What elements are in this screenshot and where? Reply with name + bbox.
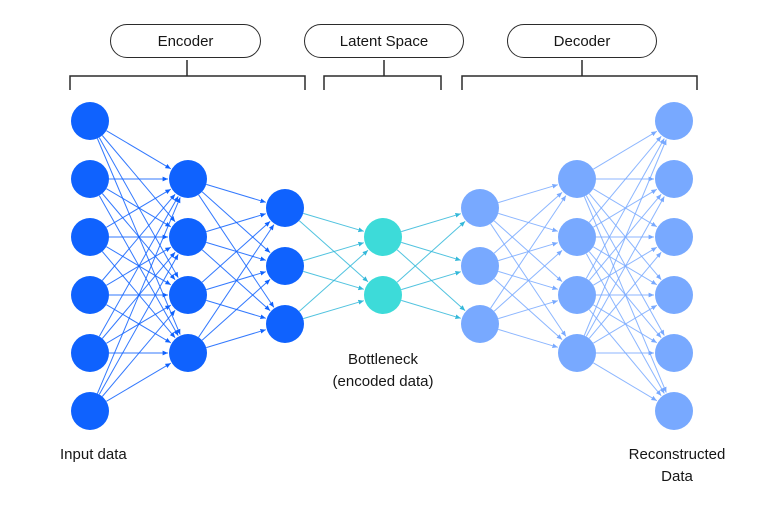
output-node-6-4	[655, 334, 693, 372]
reconstructed-data-caption: Reconstructed Data	[611, 444, 743, 488]
connection-l4-1-0	[493, 192, 563, 254]
connection-l0-5-2	[101, 309, 176, 397]
reconstructed-line-1: Reconstructed	[628, 446, 726, 463]
connection-l5-3-2	[588, 251, 662, 339]
decoder-node-5-1	[558, 218, 596, 256]
connection-l5-1-0	[588, 135, 662, 223]
connection-l2-1-0	[303, 241, 364, 262]
encoder-node-2-0	[266, 189, 304, 227]
connection-l4-2-3	[498, 328, 558, 349]
reconstructed-line-2: Data	[661, 468, 693, 485]
decoder-node-4-1	[461, 247, 499, 285]
encoder-node-2-2	[266, 305, 304, 343]
output-node-6-3	[655, 276, 693, 314]
encoder-bracket	[69, 60, 306, 90]
decoder-node-4-2	[461, 305, 499, 343]
bottleneck-node-3-0	[364, 218, 402, 256]
connection-l4-2-0	[490, 195, 567, 309]
connection-l1-1-0	[206, 212, 266, 233]
input-node-0-5	[71, 392, 109, 430]
decoder-node-4-0	[461, 189, 499, 227]
connection-l5-2-0	[585, 138, 665, 279]
connection-l3-1-0	[396, 221, 466, 283]
decoder-node-5-3	[558, 334, 596, 372]
connection-l5-3-0	[583, 139, 667, 336]
connection-l2-2-0	[298, 249, 369, 312]
connection-l0-5-3	[106, 362, 172, 402]
input-node-0-2	[71, 218, 109, 256]
input-data-text: Input data	[60, 446, 127, 463]
encoder-node-2-1	[266, 247, 304, 285]
encoder-node-1-3	[169, 334, 207, 372]
bottleneck-line-2: (encoded data)	[332, 373, 434, 390]
connection-l4-2-1	[493, 250, 563, 312]
connection-l1-2-0	[201, 221, 271, 283]
connection-l0-3-0	[101, 193, 176, 281]
section-brackets	[69, 60, 698, 90]
input-node-0-3	[71, 276, 109, 314]
connection-l3-1-2	[401, 299, 461, 320]
connection-l5-3-3	[593, 304, 658, 344]
output-node-6-0	[655, 102, 693, 140]
decoder-node-5-0	[558, 160, 596, 198]
latent-space-label: Latent Space	[304, 24, 464, 58]
input-data-caption: Input data	[60, 444, 127, 466]
output-node-6-1	[655, 160, 693, 198]
bottleneck-caption: Bottleneck (encoded data)	[313, 349, 453, 393]
connection-l0-2-0	[106, 188, 172, 228]
encoder-label-text: Encoder	[157, 32, 214, 50]
decoder-label: Decoder	[507, 24, 657, 58]
decoder-node-5-2	[558, 276, 596, 314]
connection-l1-3-2	[206, 328, 266, 349]
bottleneck-node-3-1	[364, 276, 402, 314]
connection-l0-5-1	[98, 254, 179, 395]
decoder-bracket	[461, 60, 698, 90]
connection-l5-3-5	[593, 362, 658, 402]
decoder-label-text: Decoder	[553, 32, 611, 50]
connection-l3-0-0	[401, 212, 461, 233]
encoder-node-1-1	[169, 218, 207, 256]
connection-l4-2-2	[498, 299, 558, 320]
encoder-label: Encoder	[110, 24, 261, 58]
latent-space-bracket	[323, 60, 442, 90]
input-node-0-0	[71, 102, 109, 140]
connection-l4-0-0	[498, 183, 558, 204]
connection-l3-1-1	[401, 270, 461, 291]
connection-l5-0-0	[593, 130, 658, 170]
connection-l2-2-1	[303, 299, 364, 320]
connections	[96, 130, 667, 402]
connection-l5-3-1	[585, 196, 665, 337]
encoder-node-1-2	[169, 276, 207, 314]
input-node-0-1	[71, 160, 109, 198]
connection-l0-4-0	[98, 196, 179, 337]
connection-l2-0-0	[303, 212, 364, 233]
connection-l0-5-0	[96, 197, 181, 394]
connection-l1-0-0	[206, 183, 266, 204]
output-node-6-2	[655, 218, 693, 256]
bottleneck-line-1: Bottleneck	[347, 351, 419, 368]
connection-l0-0-0	[106, 130, 172, 170]
output-node-6-5	[655, 392, 693, 430]
connection-l1-3-1	[201, 279, 271, 341]
neurons	[71, 102, 693, 430]
latent-space-label-text: Latent Space	[339, 32, 429, 50]
connection-l1-3-0	[198, 224, 275, 338]
encoder-node-1-0	[169, 160, 207, 198]
input-node-0-4	[71, 334, 109, 372]
